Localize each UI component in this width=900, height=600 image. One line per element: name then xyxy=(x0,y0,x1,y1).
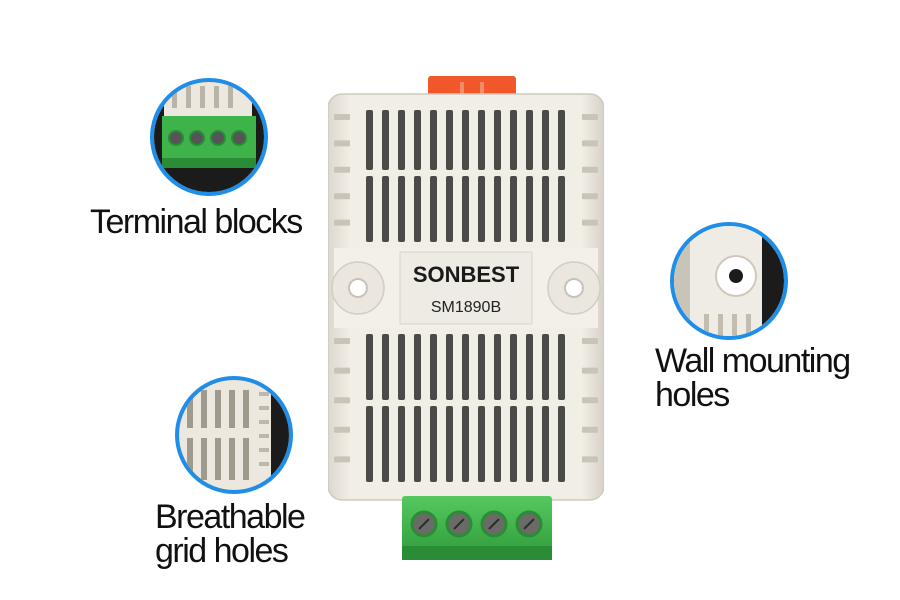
vent-slot xyxy=(582,114,598,120)
vent-slot xyxy=(414,334,421,400)
vent-slot xyxy=(446,334,453,400)
vent-slot xyxy=(334,367,350,374)
vent-slot xyxy=(334,114,350,120)
vent-slot xyxy=(558,110,565,170)
vent-slot xyxy=(582,456,598,463)
wall-mounting-line2: holes xyxy=(655,376,730,414)
vent-slot xyxy=(542,110,549,170)
vent-slot xyxy=(478,406,485,482)
vent-slot xyxy=(414,406,421,482)
vent-slot xyxy=(334,166,350,173)
vent-slot xyxy=(334,456,350,463)
vent-slot xyxy=(414,176,421,242)
vent-slot xyxy=(494,406,501,482)
vent-slot xyxy=(382,334,389,400)
vent-slot xyxy=(510,176,517,242)
vent-slot xyxy=(446,176,453,242)
vent-slot xyxy=(334,338,350,344)
mounting-hole-right xyxy=(547,261,601,315)
vent-slot xyxy=(334,426,350,433)
vent-slot xyxy=(382,110,389,170)
vent-slot xyxy=(526,406,533,482)
vent-slot xyxy=(510,110,517,170)
vent-slot xyxy=(398,334,405,400)
vent-slot xyxy=(478,110,485,170)
vent-slot xyxy=(430,110,437,170)
vent-slot xyxy=(542,334,549,400)
vent-slot xyxy=(478,176,485,242)
terminal-blocks-label: Terminal blocks xyxy=(90,203,303,241)
vent-slot xyxy=(366,334,373,400)
vent-slot xyxy=(398,176,405,242)
vent-slot xyxy=(382,176,389,242)
lower-vent-grid xyxy=(334,334,598,482)
vent-slot xyxy=(334,193,350,200)
breathable-callout xyxy=(175,376,293,494)
vent-slot xyxy=(430,334,437,400)
upper-vent-grid xyxy=(334,110,598,242)
vent-slot xyxy=(382,406,389,482)
vent-slot xyxy=(582,193,598,200)
vent-slot xyxy=(494,176,501,242)
wall-mounting-label: Wall mounting holes xyxy=(655,342,851,414)
vent-slot xyxy=(462,176,469,242)
vent-slot xyxy=(414,110,421,170)
vent-slot xyxy=(334,219,350,226)
vent-slot xyxy=(446,110,453,170)
vent-slot xyxy=(398,406,405,482)
vent-slot xyxy=(366,406,373,482)
vent-slot xyxy=(542,406,549,482)
mounting-hole-left xyxy=(331,261,385,315)
vent-slot xyxy=(462,110,469,170)
vent-slot xyxy=(398,110,405,170)
terminal-block xyxy=(402,496,552,560)
screw-slot xyxy=(523,518,535,530)
screw-slot xyxy=(453,518,465,530)
terminal-blocks-text: Terminal blocks xyxy=(90,203,303,241)
vent-slot xyxy=(582,140,598,147)
vent-slot xyxy=(558,176,565,242)
vent-slot xyxy=(558,334,565,400)
vent-slot xyxy=(334,140,350,147)
vent-slot xyxy=(582,219,598,226)
vent-slot xyxy=(582,397,598,404)
vent-slot xyxy=(582,426,598,433)
vent-slot xyxy=(430,406,437,482)
model-number: SM1890B xyxy=(431,299,501,316)
brand-logo: SONBEST xyxy=(413,262,520,287)
vent-slot xyxy=(366,176,373,242)
screw-slot xyxy=(418,518,430,530)
vent-slot xyxy=(582,166,598,173)
breathable-line2: grid holes xyxy=(155,532,289,570)
vent-slot xyxy=(494,334,501,400)
vent-slot xyxy=(558,406,565,482)
vent-slot xyxy=(334,397,350,404)
screw-slot xyxy=(488,518,500,530)
vent-slot xyxy=(582,338,598,344)
vent-slot xyxy=(478,334,485,400)
wall-mounting-callout xyxy=(670,222,788,340)
vent-slot xyxy=(510,406,517,482)
breathable-label: Breathable grid holes xyxy=(155,498,306,570)
vent-slot xyxy=(446,406,453,482)
vent-slot xyxy=(430,176,437,242)
vent-slot xyxy=(526,176,533,242)
vent-slot xyxy=(582,367,598,374)
vent-slot xyxy=(542,176,549,242)
vent-slot xyxy=(462,334,469,400)
vent-slot xyxy=(526,334,533,400)
vent-slot xyxy=(366,110,373,170)
breathable-line1: Breathable xyxy=(155,498,306,536)
vent-slot xyxy=(510,334,517,400)
vent-slot xyxy=(526,110,533,170)
vent-slot xyxy=(462,406,469,482)
vent-slot xyxy=(494,110,501,170)
sensor-device: SONBEST SM1890B xyxy=(327,76,605,564)
wall-mounting-line1: Wall mounting xyxy=(655,342,851,380)
terminal-blocks-callout xyxy=(150,78,268,196)
label-plate xyxy=(399,251,533,325)
